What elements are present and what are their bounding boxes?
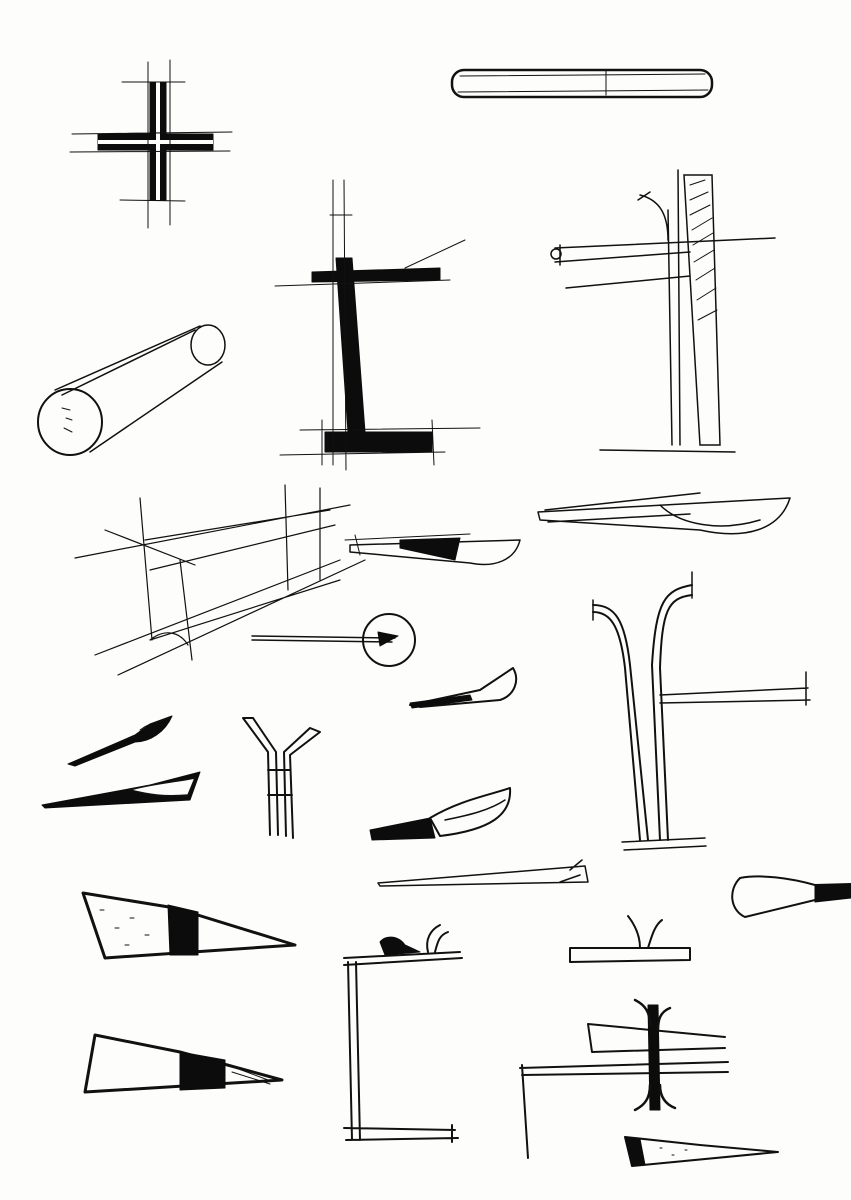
- luminaire-head-2-sketch: [537, 492, 791, 535]
- y-fork-sketch: [242, 717, 321, 839]
- cross-junction-sketch: [69, 59, 233, 229]
- dotted-wedge-sketch: [81, 891, 297, 960]
- small-head-sketch: [409, 667, 518, 709]
- circle-head-sketch: [251, 613, 416, 667]
- dark-band-wedge-sketch: [83, 1033, 284, 1094]
- tapered-pole-sketch: [550, 169, 776, 453]
- cylinder-sketch: [37, 324, 226, 456]
- long-arm-sketch: [377, 859, 589, 887]
- y-pole-sketch: [592, 571, 811, 851]
- small-spike-wedge-sketch: [624, 1136, 779, 1167]
- small-y-bracket-sketch: [569, 915, 691, 963]
- leaf-head-sketch: [67, 715, 173, 767]
- l-post-sketch: [343, 924, 463, 1143]
- bulb-head-sketch: [731, 875, 851, 918]
- curved-head-sketch: [369, 787, 512, 841]
- luminaire-head-1-sketch: [344, 533, 521, 566]
- t-post-sketch: [274, 179, 481, 471]
- wedge-head-sketch: [41, 771, 201, 809]
- frame-sketch: [74, 484, 366, 676]
- double-bracket-post-sketch: [519, 998, 729, 1159]
- rounded-bar-sketch: [450, 68, 714, 99]
